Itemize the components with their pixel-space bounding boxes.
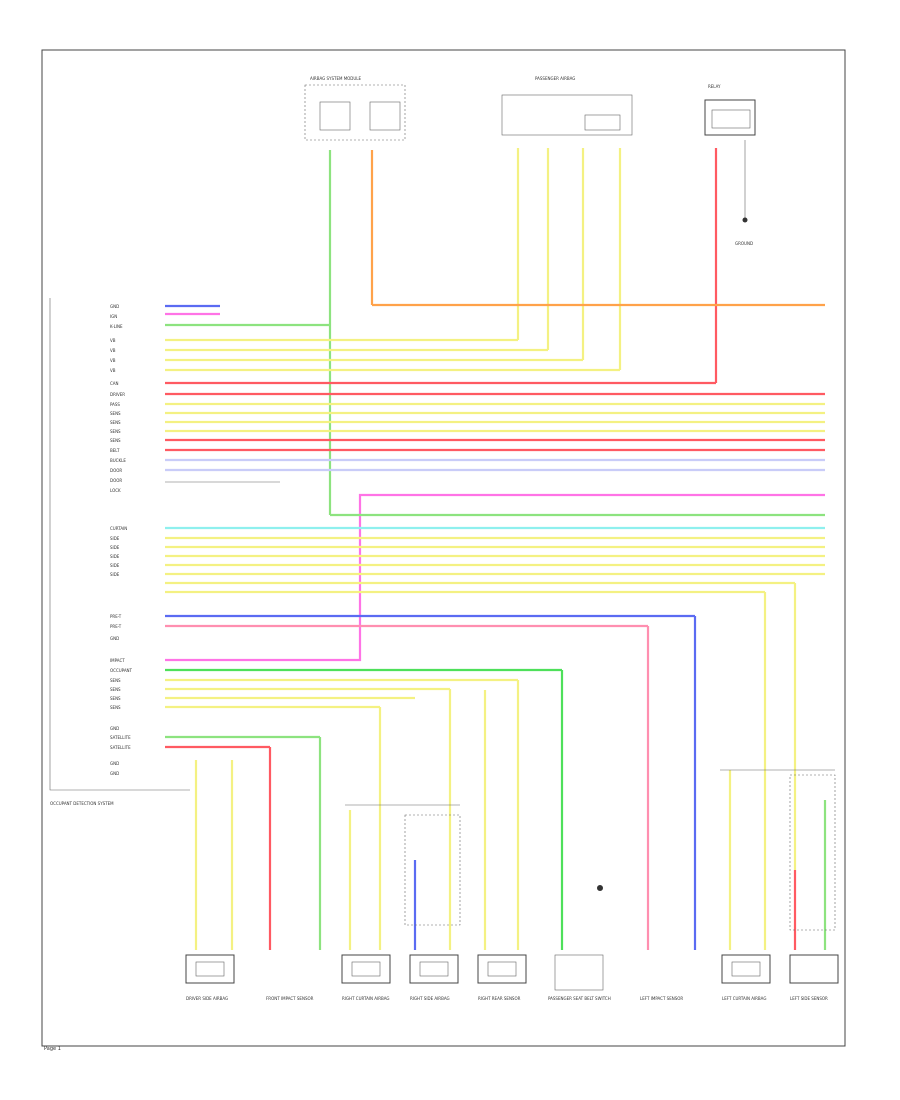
ground-label: GROUND bbox=[735, 241, 753, 246]
relay-inner bbox=[711, 109, 751, 129]
svg-text:PRE-T: PRE-T bbox=[110, 614, 122, 619]
svg-text:GND: GND bbox=[110, 761, 119, 766]
pin-labels-1: GND IGN K-LINE VB VB VB VB CAN DRIVER PA… bbox=[110, 304, 126, 493]
svg-text:SIDE: SIDE bbox=[110, 572, 120, 577]
svg-text:OCCUPANT: OCCUPANT bbox=[110, 668, 133, 673]
component-label-5: PASSENGER SEAT BELT SWITCH bbox=[548, 996, 611, 1001]
svg-text:CAN: CAN bbox=[110, 381, 119, 386]
svg-text:VB: VB bbox=[110, 348, 116, 353]
svg-text:SENS: SENS bbox=[110, 705, 121, 710]
bus-block-2 bbox=[165, 526, 825, 628]
page-label: Page 1 bbox=[44, 1046, 61, 1052]
component-label-1: FRONT IMPACT SENSOR bbox=[266, 996, 314, 1001]
passenger-airbag-label: PASSENGER AIRBAG bbox=[535, 76, 575, 81]
main-unit-label: AIRBAG SYSTEM MODULE bbox=[310, 76, 362, 81]
svg-text:GND: GND bbox=[110, 636, 119, 641]
pin-labels-3: IMPACT OCCUPANT SENS SENS SENS SENS GND … bbox=[110, 658, 133, 776]
seat-switch-box bbox=[554, 954, 604, 991]
passenger-airbag-connector bbox=[584, 114, 621, 131]
svg-text:SIDE: SIDE bbox=[110, 545, 120, 550]
svg-text:DOOR: DOOR bbox=[110, 478, 122, 483]
svg-text:IMPACT: IMPACT bbox=[110, 658, 125, 663]
connector-1 bbox=[404, 814, 461, 926]
diagram-border bbox=[41, 49, 846, 1047]
svg-text:IGN: IGN bbox=[110, 314, 117, 319]
svg-text:SENS: SENS bbox=[110, 438, 121, 443]
svg-text:SENS: SENS bbox=[110, 429, 121, 434]
passenger-airbag-box bbox=[501, 94, 633, 136]
svg-text:SIDE: SIDE bbox=[110, 536, 120, 541]
svg-text:DRIVER: DRIVER bbox=[110, 392, 125, 397]
svg-text:VB: VB bbox=[110, 368, 116, 373]
pin-labels-2: CURTAIN SIDE SIDE SIDE SIDE SIDE PRE-T P… bbox=[110, 526, 127, 641]
bus-block-1 bbox=[165, 303, 825, 483]
svg-text:SENS: SENS bbox=[110, 678, 121, 683]
vertical-drops bbox=[194, 583, 827, 950]
bus-block-3 bbox=[165, 668, 562, 749]
svg-text:BELT: BELT bbox=[110, 448, 120, 453]
svg-text:LOCK: LOCK bbox=[110, 488, 121, 493]
svg-text:SATELLITE: SATELLITE bbox=[110, 735, 131, 740]
svg-text:GND: GND bbox=[110, 771, 119, 776]
svg-text:PASS: PASS bbox=[110, 402, 120, 407]
module-bracket bbox=[49, 298, 190, 791]
svg-text:SIDE: SIDE bbox=[110, 554, 120, 559]
switch-ground bbox=[597, 885, 603, 891]
svg-text:BUCKLE: BUCKLE bbox=[110, 458, 126, 463]
svg-text:SENS: SENS bbox=[110, 411, 121, 416]
svg-text:SENS: SENS bbox=[110, 420, 121, 425]
ground-node bbox=[742, 217, 748, 223]
svg-text:DOOR: DOOR bbox=[110, 468, 122, 473]
relay-box bbox=[704, 99, 756, 136]
occupant-label: OCCUPANT DETECTION SYSTEM bbox=[50, 801, 114, 806]
component-label-8: LEFT SIDE SENSOR bbox=[790, 996, 828, 1001]
svg-text:PRE-T: PRE-T bbox=[110, 624, 122, 629]
svg-text:SENS: SENS bbox=[110, 696, 121, 701]
wire-magenta bbox=[165, 493, 825, 662]
component-label-2: RIGHT CURTAIN AIRBAG bbox=[342, 996, 390, 1001]
connector-2 bbox=[789, 774, 836, 931]
relay-label: RELAY bbox=[708, 84, 721, 89]
fuse-1 bbox=[319, 101, 351, 131]
component-label-4: RIGHT REAR SENSOR bbox=[478, 996, 521, 1001]
fuse-2 bbox=[369, 101, 401, 131]
component-label-0: DRIVER SIDE AIRBAG bbox=[186, 996, 228, 1001]
bottom-components bbox=[185, 954, 839, 984]
svg-text:SATELLITE: SATELLITE bbox=[110, 745, 131, 750]
component-label-3: RIGHT SIDE AIRBAG bbox=[410, 996, 450, 1001]
svg-text:CURTAIN: CURTAIN bbox=[110, 526, 127, 531]
main-unit-box bbox=[304, 84, 406, 141]
svg-text:GND: GND bbox=[110, 304, 119, 309]
svg-text:SIDE: SIDE bbox=[110, 563, 120, 568]
component-label-6: LEFT IMPACT SENSOR bbox=[640, 996, 683, 1001]
svg-text:SENS: SENS bbox=[110, 687, 121, 692]
svg-text:VB: VB bbox=[110, 358, 116, 363]
svg-text:GND: GND bbox=[110, 726, 119, 731]
component-label-7: LEFT CURTAIN AIRBAG bbox=[722, 996, 766, 1001]
svg-text:VB: VB bbox=[110, 338, 116, 343]
svg-text:K-LINE: K-LINE bbox=[110, 324, 123, 329]
